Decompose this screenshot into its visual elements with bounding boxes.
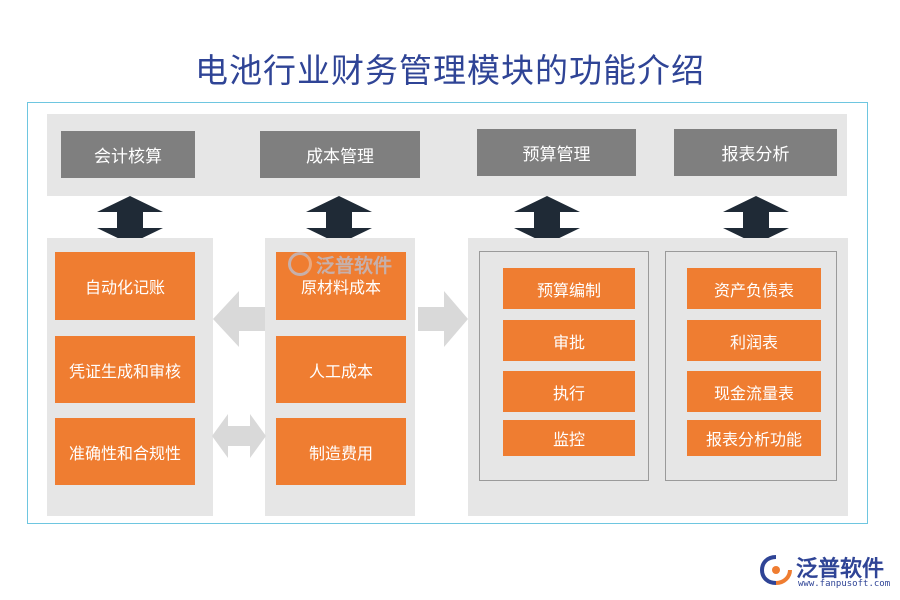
cost-item: 制造费用 — [276, 418, 406, 485]
double-arrow-icon — [306, 196, 372, 244]
page-title: 电池行业财务管理模块的功能介绍 — [195, 51, 705, 90]
double-arrow-icon — [514, 196, 580, 244]
accounting-item: 准确性和合规性 — [55, 418, 195, 485]
cost-item: 人工成本 — [276, 336, 406, 403]
report-item: 利润表 — [687, 320, 821, 361]
watermark: 泛普软件 — [288, 244, 418, 284]
watermark-text: 泛普软件 — [316, 254, 393, 277]
right-arrow-icon — [418, 291, 468, 347]
cost-item: 原材料成本 — [276, 252, 406, 320]
brand-name: 泛普软件 — [796, 557, 885, 582]
report-item: 现金流量表 — [687, 371, 821, 412]
budget-item: 预算编制 — [503, 268, 635, 309]
left-arrow-icon — [213, 291, 265, 347]
double-arrow-icon — [723, 196, 789, 244]
budget-item: 执行 — [503, 371, 635, 412]
header-budget: 预算管理 — [477, 129, 636, 176]
accounting-item: 凭证生成和审核 — [55, 336, 195, 403]
left-right-arrow-icon — [212, 414, 266, 458]
report-item: 资产负债表 — [687, 268, 821, 309]
brand-logo-icon — [760, 555, 792, 585]
header-cost: 成本管理 — [260, 131, 420, 178]
header-accounting: 会计核算 — [61, 131, 195, 178]
brand-logo: 泛普软件 www.fanpusoft.com — [760, 551, 900, 596]
report-item: 报表分析功能 — [687, 420, 821, 456]
budget-item: 审批 — [503, 320, 635, 361]
header-report: 报表分析 — [674, 129, 837, 176]
diagram-frame — [27, 102, 868, 524]
double-arrow-icon — [97, 196, 163, 244]
brand-url: www.fanpusoft.com — [798, 579, 891, 589]
budget-item: 监控 — [503, 420, 635, 456]
accounting-item: 自动化记账 — [55, 252, 195, 320]
watermark-logo-icon — [288, 252, 312, 276]
